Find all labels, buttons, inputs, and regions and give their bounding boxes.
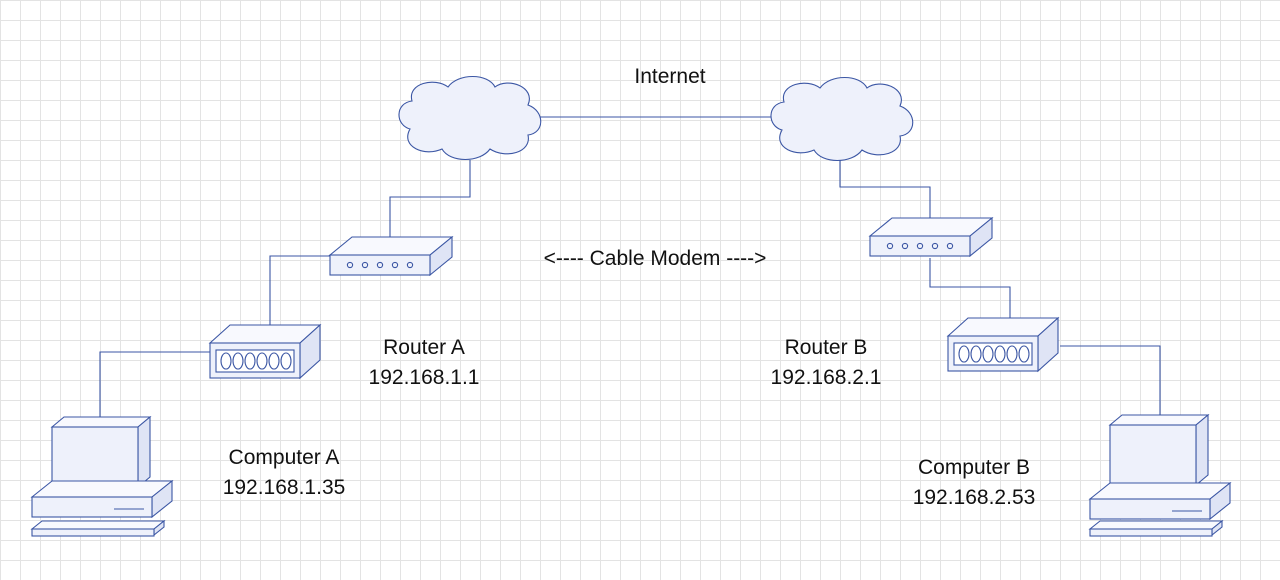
computer-a-name: Computer A (228, 446, 340, 469)
link-modem-b-router-b (929, 258, 1011, 318)
link-router-b-computer-b (1060, 345, 1161, 415)
computer-icon[interactable] (1088, 413, 1232, 537)
router-a-ip: 192.168.1.1 (368, 366, 480, 389)
internet-label: Internet (610, 62, 730, 92)
router-a-name: Router A (383, 336, 465, 359)
cable-modem-text: <---- Cable Modem ----> (543, 247, 767, 270)
cable-modem-icon[interactable] (328, 235, 454, 277)
connections (99, 116, 1161, 417)
router-b-name: Router B (784, 336, 868, 359)
router-b-label: Router B 192.168.2.1 (746, 333, 906, 393)
router-icon[interactable] (946, 316, 1060, 373)
computer-b-ip: 192.168.2.53 (912, 486, 1036, 509)
cable-modem-icon[interactable] (868, 216, 994, 258)
computer-icon[interactable] (30, 415, 174, 537)
router-a-label: Router A 192.168.1.1 (344, 333, 504, 393)
cloud-icon[interactable] (398, 75, 542, 161)
computer-b-name: Computer B (917, 456, 1031, 479)
cable-modem-label: <---- Cable Modem ----> (500, 244, 810, 274)
internet-text: Internet (634, 65, 706, 88)
router-b-ip: 192.168.2.1 (770, 366, 882, 389)
link-modem-a-router-a (269, 255, 330, 325)
link-cloud-a-modem-a (389, 160, 471, 237)
cloud-icon[interactable] (770, 76, 914, 162)
router-icon[interactable] (208, 323, 322, 380)
link-cloud-b-modem-b (839, 157, 931, 218)
computer-a-label: Computer A 192.168.1.35 (194, 443, 374, 503)
computer-b-label: Computer B 192.168.2.53 (884, 453, 1064, 513)
computer-a-ip: 192.168.1.35 (222, 476, 346, 499)
link-router-a-computer-a (99, 351, 210, 417)
